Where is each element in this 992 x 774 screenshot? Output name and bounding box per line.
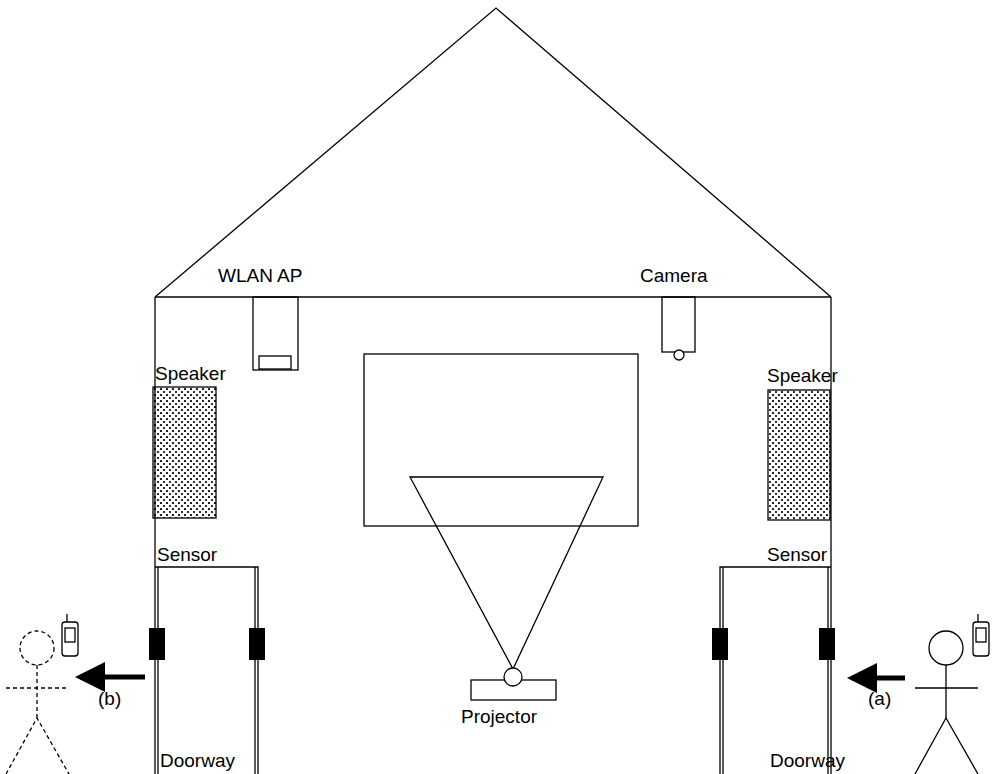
device-label: Speaker (767, 366, 838, 386)
doorway-label: Doorway (770, 751, 845, 771)
callout-letter: (a) (868, 689, 891, 709)
device-label: Sensor (767, 545, 827, 565)
device-label: Camera (640, 266, 708, 286)
device-label: Projector (461, 707, 537, 727)
doorway-label: Doorway (160, 751, 235, 771)
device-label: Speaker (155, 364, 226, 384)
device-label: Sensor (157, 545, 217, 565)
callout-letter: (b) (98, 689, 121, 709)
device-label: WLAN AP (218, 266, 302, 286)
